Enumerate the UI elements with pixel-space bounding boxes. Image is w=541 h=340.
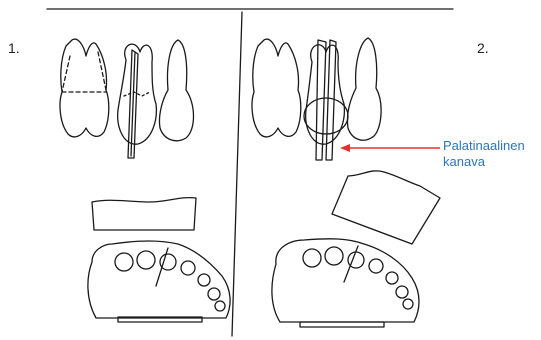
canine-tooth-left	[159, 40, 193, 141]
arch-tooth	[325, 247, 343, 265]
section-shape-right	[332, 171, 440, 244]
arch-tooth	[369, 259, 383, 273]
scale-bar-right	[300, 322, 384, 327]
arch-tooth	[198, 274, 210, 286]
molar-tooth-right	[252, 39, 301, 137]
arch-tooth	[386, 272, 398, 284]
section-shape-left	[92, 198, 196, 230]
dental-arch-left	[88, 241, 230, 318]
panel-number-1: 1.	[8, 40, 20, 56]
callout-label: Palatinaalinen kanava	[443, 138, 525, 170]
arch-tooth	[396, 286, 408, 298]
arch-tooth	[215, 301, 225, 311]
arch-tooth	[303, 249, 321, 267]
premolar-root-outline	[304, 98, 348, 134]
panel-number-2: 2.	[477, 40, 489, 56]
canine-tooth-right	[347, 38, 381, 140]
arch-tooth	[115, 253, 133, 271]
arch-instrument-left	[156, 248, 168, 286]
molar-tooth-left	[60, 39, 109, 137]
molar-tooth-left-hidden	[62, 52, 106, 92]
panel-divider	[232, 12, 242, 336]
callout-arrow	[340, 144, 440, 152]
arch-tooth	[181, 261, 195, 275]
arch-tooth	[403, 299, 413, 309]
arch-tooth	[137, 251, 155, 269]
arch-instrument-right	[344, 246, 358, 282]
arch-tooth	[208, 288, 220, 300]
callout-line-1: Palatinaalinen	[443, 138, 525, 154]
callout-line-2: kanava	[443, 154, 525, 170]
